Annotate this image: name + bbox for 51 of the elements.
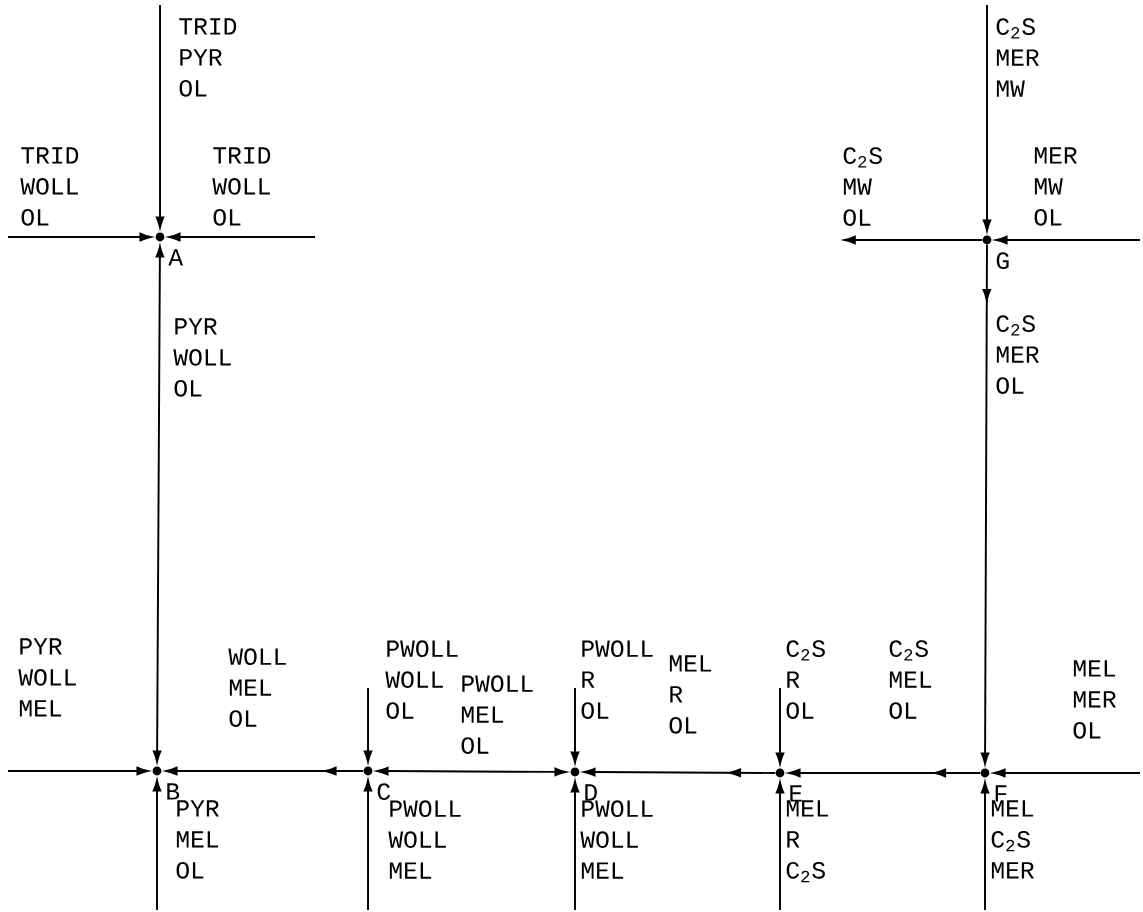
reaction-line — [363, 779, 373, 911]
reaction-line — [843, 235, 984, 245]
edge-label: PWOLL WOLL MEL — [580, 800, 653, 879]
edge-label: PWOLL R OL — [581, 640, 653, 719]
edge-label: PWOLL WOLL MEL — [388, 800, 461, 879]
point-label: E — [790, 785, 802, 802]
edge-label: TRID PYR OL — [179, 18, 237, 97]
reaction-line — [152, 245, 165, 763]
edge-label: C$_{2}$S MER OL — [996, 315, 1039, 394]
edge-label: C$_{2}$S MER MW — [996, 18, 1039, 97]
reaction-line — [993, 768, 1141, 778]
reaction-line — [982, 4, 992, 232]
reaction-line — [376, 766, 567, 777]
point-label: F — [995, 785, 1007, 802]
edge-label: MEL C$_{2}$S MER — [991, 800, 1034, 879]
edge-label: C$_{2}$S MW OL — [843, 147, 882, 226]
reaction-line — [995, 235, 1141, 245]
edge-label: MEL R C$_{2}$S — [786, 800, 829, 883]
edge-label: TRID WOLL OL — [20, 147, 79, 226]
edge-label: PYR WOLL MEL — [18, 638, 76, 717]
reaction-line — [775, 687, 785, 765]
edge-label: MEL R OL — [669, 655, 712, 734]
reaction-line — [583, 767, 777, 778]
point-label: B — [167, 783, 180, 800]
point-label: D — [585, 784, 597, 801]
reaction-line — [363, 687, 373, 763]
reaction-line — [980, 243, 992, 765]
reaction-line — [155, 4, 165, 229]
reaction-line — [7, 766, 149, 776]
edge-label: TRID WOLL OL — [212, 147, 271, 226]
reaction-line — [152, 779, 162, 911]
edge-label: PWOLL WOLL OL — [385, 640, 458, 719]
reaction-line — [570, 780, 580, 911]
reaction-line — [980, 781, 990, 911]
edge-label: PYR WOLL OL — [173, 318, 231, 397]
edge-label: MEL MER OL — [1073, 660, 1116, 739]
point-label: G — [996, 252, 1009, 270]
reaction-line — [7, 232, 152, 242]
edge-label: WOLL MEL OL — [228, 648, 286, 727]
reaction-line — [775, 781, 785, 911]
reaction-line — [165, 766, 365, 776]
edge-label: MER MW OL — [1034, 147, 1077, 226]
reaction-line — [570, 687, 580, 764]
edge-label: PYR MEL OL — [176, 800, 219, 879]
edge-label: C$_{2}$S R OL — [786, 640, 825, 719]
point-label: A — [168, 249, 184, 266]
reaction-line — [168, 232, 316, 242]
edge-label: PWOLL MEL OL — [461, 675, 533, 754]
edge-label: C$_{2}$S MEL OL — [889, 640, 932, 719]
reaction-line — [788, 768, 982, 778]
point-label: C — [377, 783, 391, 801]
